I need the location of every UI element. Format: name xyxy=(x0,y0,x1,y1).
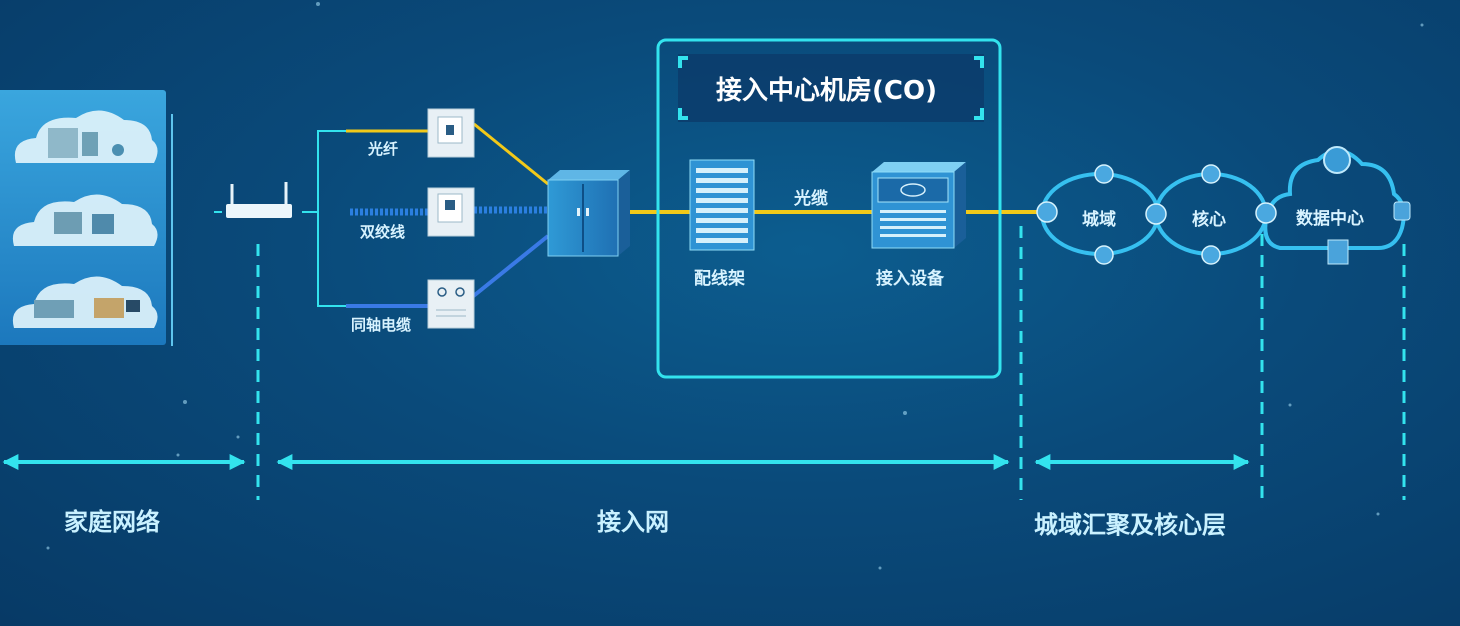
odf-rack-icon xyxy=(689,159,755,251)
metro-label: 城域 xyxy=(1082,210,1116,230)
router-nodes xyxy=(1036,164,1277,265)
home-scene-cloud-1 xyxy=(14,110,158,163)
home-network-panel xyxy=(0,90,173,346)
home-scene-cloud-2 xyxy=(12,194,158,246)
fiber-label: 光纤 xyxy=(368,140,399,158)
coax-socket-icon xyxy=(427,279,475,329)
section-boundaries xyxy=(256,226,1406,500)
fiber-line xyxy=(346,122,549,186)
coax-label: 同轴电缆 xyxy=(351,316,412,334)
access-equipment-label: 接入设备 xyxy=(876,269,944,289)
twisted-pair-line xyxy=(350,206,548,216)
media-bracket xyxy=(317,130,346,307)
router-icon xyxy=(1201,164,1221,184)
co-room-frame xyxy=(656,38,1002,379)
access-equipment-icon xyxy=(871,162,966,249)
datacenter-label: 数据中心 xyxy=(1296,209,1364,229)
street-cabinet-icon xyxy=(547,170,630,257)
section-access-network: 接入网 xyxy=(597,508,669,536)
fiber-socket-icon xyxy=(427,108,475,158)
coax-line xyxy=(346,234,550,308)
router-icon xyxy=(1094,245,1114,265)
router-icon xyxy=(1255,202,1277,224)
router-icon xyxy=(1201,245,1221,265)
twisted-pair-label: 双绞线 xyxy=(360,223,406,241)
co-room-title: 接入中心机房(CO) xyxy=(716,76,937,106)
section-home-network: 家庭网络 xyxy=(64,508,160,536)
router-icon xyxy=(1094,164,1114,184)
fiber-cable-label: 光缆 xyxy=(794,189,828,209)
home-scene-cloud-3 xyxy=(12,276,158,328)
twisted-pair-socket-icon xyxy=(427,187,475,237)
router-icon xyxy=(1145,203,1167,225)
core-label: 核心 xyxy=(1192,210,1226,230)
odf-label: 配线架 xyxy=(694,269,745,289)
home-gateway-router-icon xyxy=(214,182,292,218)
section-metro-core: 城域汇聚及核心层 xyxy=(1034,511,1226,539)
router-icon xyxy=(1036,201,1058,223)
